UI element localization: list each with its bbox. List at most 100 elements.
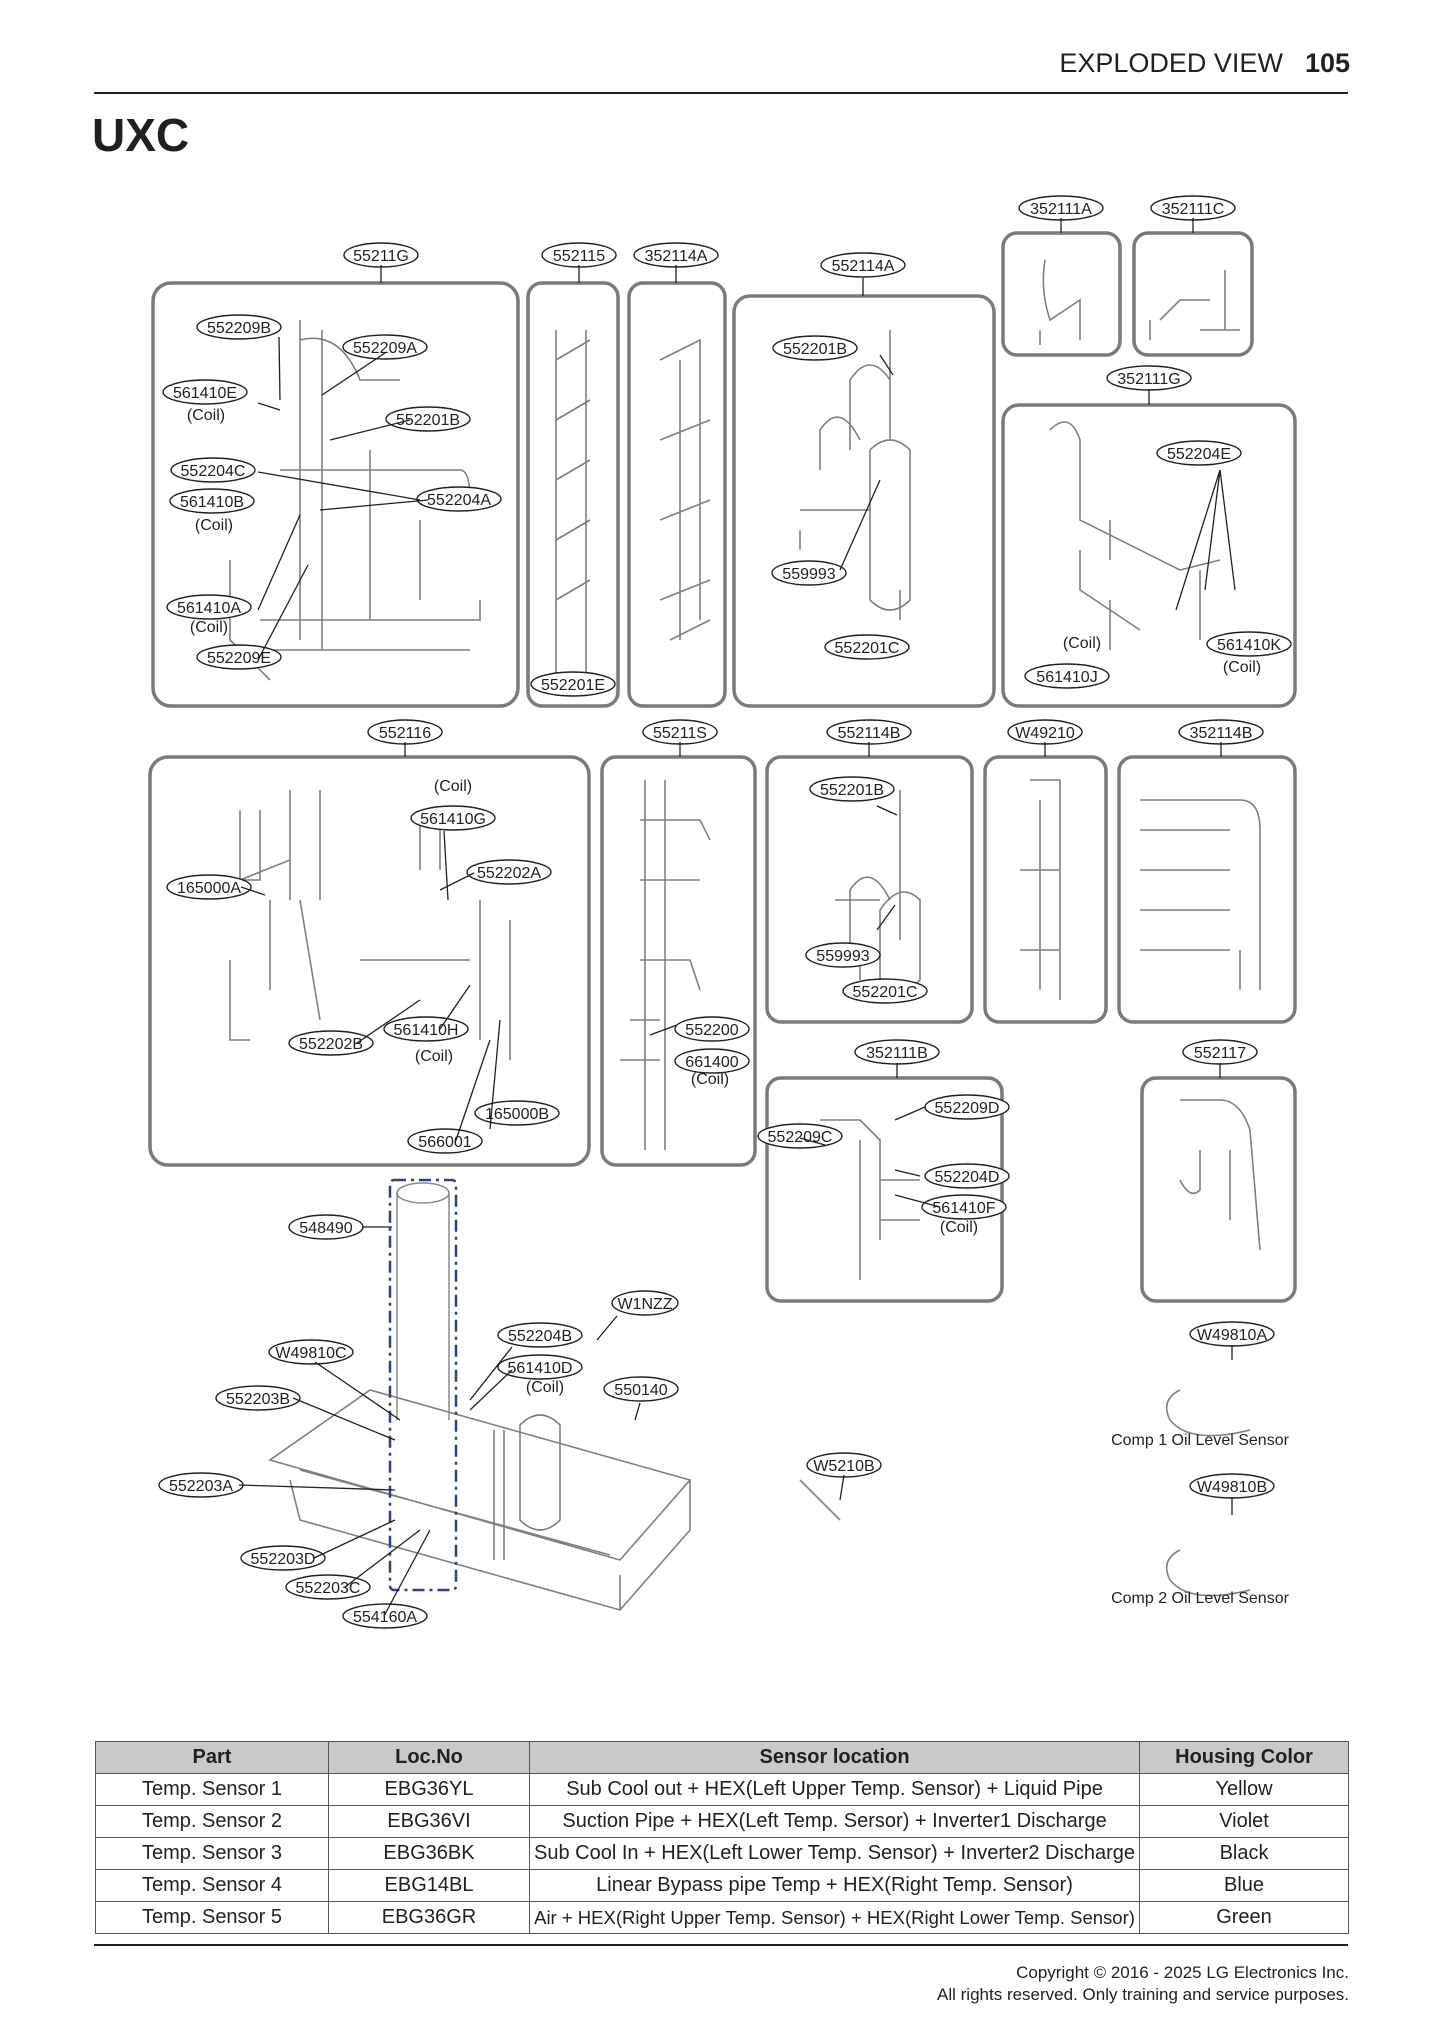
callout-bubble bbox=[674, 1048, 750, 1074]
callout-label: 352111A bbox=[1030, 201, 1092, 218]
callout-note: (Coil) bbox=[195, 517, 233, 534]
copyright-footer: Copyright © 2016 - 2025 LG Electronics I… bbox=[937, 1962, 1349, 2006]
callout-label: 552116 bbox=[379, 725, 431, 742]
callout-bubble bbox=[169, 488, 255, 514]
callout-label: 352114A bbox=[645, 248, 708, 265]
callout-label: 165000A bbox=[177, 880, 241, 897]
part-callout-552201b: 552201B bbox=[772, 335, 858, 361]
callout-bubble bbox=[603, 1376, 679, 1402]
frame-352114a bbox=[627, 281, 727, 708]
part-callout-559993: 559993 bbox=[805, 942, 881, 968]
callout-note: (Coil) bbox=[940, 1219, 978, 1236]
callout-note: (Coil) bbox=[190, 619, 228, 636]
frame-552116 bbox=[148, 755, 591, 1167]
part-callout-561410f: 561410F bbox=[921, 1194, 1007, 1220]
callout-label: 552203B bbox=[226, 1391, 290, 1408]
part-callout-552202b: 552202B bbox=[288, 1030, 374, 1056]
part-callout-566001: 566001 bbox=[407, 1128, 483, 1154]
column-header-part: Part bbox=[95, 1741, 329, 1774]
callout-label: 552203A bbox=[169, 1478, 233, 1495]
callout-label: 552114A bbox=[832, 258, 895, 275]
part-callout-552209b: 552209B bbox=[196, 314, 282, 340]
part-callout-552203c: 552203C bbox=[285, 1574, 371, 1600]
group-label-352111g: 352111G bbox=[1106, 365, 1192, 391]
part-callout-554160a: 554160A bbox=[342, 1603, 428, 1629]
table-row: Temp. Sensor 4 EBG14BL Linear Bypass pip… bbox=[95, 1869, 1349, 1902]
callout-label: 552115 bbox=[553, 248, 605, 265]
component-drawings bbox=[229, 259, 1261, 1612]
table-row: Temp. Sensor 1 EBG36YL Sub Cool out + HE… bbox=[95, 1773, 1349, 1806]
part-callout-165000a: 165000A bbox=[166, 874, 252, 900]
cell-part: Temp. Sensor 5 bbox=[95, 1901, 329, 1934]
group-label-352114b: 352114B bbox=[1178, 719, 1264, 745]
frame-352111a bbox=[1001, 231, 1122, 357]
part-callout-552201b: 552201B bbox=[385, 406, 471, 432]
callout-label: 561410K bbox=[1217, 637, 1281, 654]
callout-bubble bbox=[771, 560, 847, 586]
part-callout-552201e: 552201E bbox=[530, 671, 616, 697]
callout-label: 559993 bbox=[816, 948, 869, 965]
part-callout-561410e: 561410E bbox=[162, 379, 248, 405]
cell-part: Temp. Sensor 3 bbox=[95, 1837, 329, 1870]
callout-bubble bbox=[842, 978, 928, 1004]
callout-bubble bbox=[530, 671, 616, 697]
frame-552114a bbox=[732, 294, 996, 708]
callout-label: 552202B bbox=[299, 1036, 363, 1053]
callout-label: 566001 bbox=[418, 1134, 471, 1151]
group-label-w49210: W49210 bbox=[1007, 719, 1083, 745]
cell-loc-no: EBG36GR bbox=[328, 1901, 530, 1934]
callout-label: 561410H bbox=[394, 1022, 459, 1039]
callout-bubble bbox=[240, 1545, 326, 1571]
callout-bubble bbox=[1156, 440, 1242, 466]
part-callout-561410k: 561410K bbox=[1206, 631, 1292, 657]
cell-loc-no: EBG36BK bbox=[328, 1837, 530, 1870]
frame-352114b bbox=[1117, 755, 1297, 1024]
part-callout-561410j: 561410J bbox=[1024, 663, 1110, 689]
part-callout-552209a: 552209A bbox=[342, 334, 428, 360]
callout-note: (Coil) bbox=[187, 407, 225, 424]
callout-label: 552204C bbox=[181, 463, 246, 480]
part-callout-561410h: 561410H bbox=[383, 1016, 469, 1042]
callout-label: 561410E bbox=[173, 385, 237, 402]
callout-bubble bbox=[166, 874, 252, 900]
part-callout-552200: 552200 bbox=[674, 1016, 750, 1042]
callout-bubble bbox=[342, 1603, 428, 1629]
callout-label: 552204E bbox=[1167, 446, 1231, 463]
footer-rule bbox=[94, 1944, 1348, 1946]
part-callout-552201b: 552201B bbox=[809, 776, 895, 802]
callout-label: 561410A bbox=[177, 600, 241, 617]
part-callout-561410a: 561410A bbox=[166, 594, 252, 620]
callout-label: 552117 bbox=[1194, 1045, 1246, 1062]
part-callout-552201c: 552201C bbox=[842, 978, 928, 1004]
callout-label: 352111B bbox=[866, 1045, 928, 1062]
part-callout-552202a: 552202A bbox=[466, 859, 552, 885]
callout-label: 552200 bbox=[685, 1022, 738, 1039]
callout-bubble bbox=[166, 594, 252, 620]
cell-loc-no: EBG36VI bbox=[328, 1805, 530, 1838]
part-callout-w1nzz: W1NZZ bbox=[611, 1290, 679, 1316]
callout-bubble bbox=[410, 805, 496, 831]
callout-bubble bbox=[820, 252, 906, 278]
callout-label: 552204D bbox=[935, 1169, 1000, 1186]
callout-label: W1NZZ bbox=[617, 1296, 672, 1313]
cell-sensor-location: Sub Cool out + HEX(Left Upper Temp. Sens… bbox=[528, 1773, 1141, 1806]
callout-label: 561410B bbox=[180, 494, 244, 511]
callout-label: 352114B bbox=[1190, 725, 1253, 742]
group-label-552115: 552115 bbox=[541, 242, 617, 268]
callout-bubble bbox=[809, 776, 895, 802]
cell-housing-color: Blue bbox=[1139, 1869, 1349, 1902]
callout-bubble bbox=[924, 1163, 1010, 1189]
callout-bubble bbox=[921, 1194, 1007, 1220]
rights-line: All rights reserved. Only training and s… bbox=[937, 1985, 1349, 2004]
cell-loc-no: EBG14BL bbox=[328, 1869, 530, 1902]
part-callout-552204a: 552204A bbox=[416, 486, 502, 512]
part-callout-552204d: 552204D bbox=[924, 1163, 1010, 1189]
callout-label: 552201E bbox=[541, 677, 605, 694]
callout-label: 559993 bbox=[782, 566, 835, 583]
callout-note: (Coil) bbox=[691, 1071, 729, 1088]
group-label-352111b: 352111B bbox=[854, 1039, 940, 1065]
table-row: Temp. Sensor 3 EBG36BK Sub Cool In + HEX… bbox=[95, 1837, 1349, 1870]
cell-sensor-location: Linear Bypass pipe Temp + HEX(Right Temp… bbox=[528, 1869, 1141, 1902]
